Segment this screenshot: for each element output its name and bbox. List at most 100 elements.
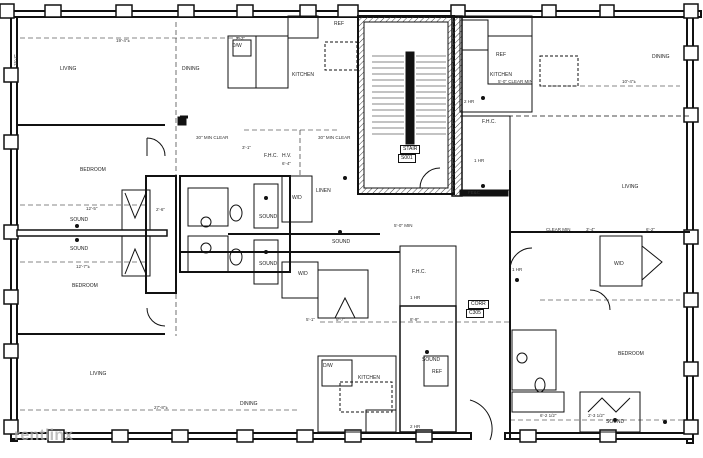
wd-closet-e	[599, 235, 643, 287]
fhc-corr	[399, 245, 457, 307]
window-pilasters	[0, 3, 699, 443]
dw-s	[321, 359, 353, 387]
room-label-ref-n: REF	[334, 21, 344, 27]
room-label-fhc-1: F.H.C.	[482, 119, 496, 125]
sound-label-5: SOUND	[332, 239, 351, 245]
dim-13: 2'-3"	[236, 36, 245, 41]
fhc-ne	[461, 115, 511, 191]
closet-door-2	[124, 247, 147, 275]
sound-label-6: SOUND	[606, 419, 625, 425]
closet-2	[121, 235, 151, 277]
dim-2: 15'-7"	[13, 54, 18, 66]
room-label-linen: LINEN	[316, 188, 331, 194]
dim-10: 5'-0" MIN	[394, 223, 413, 228]
dim-28: 8'-9"	[410, 317, 419, 322]
sound-markers	[75, 96, 667, 424]
room-label-living-nw: LIVING	[60, 66, 77, 72]
room-label-living-e: LIVING	[622, 184, 639, 190]
bath-e	[511, 329, 557, 391]
dimension-guides	[20, 22, 690, 421]
kitchen-floor-ne	[487, 35, 533, 85]
dim-1: 19'-4"±	[116, 38, 130, 43]
stair-tag-id: S001	[398, 154, 416, 163]
room-label-wd-1: W/D	[292, 195, 302, 201]
wall-bedroom-bedroom	[16, 229, 168, 237]
room-label-dining-n: DINING	[182, 66, 200, 72]
sound-label-3: SOUND	[259, 214, 278, 220]
room-label-ref-s: REF	[432, 369, 442, 375]
kitchen-s-wall	[399, 305, 457, 433]
bath-1	[187, 187, 229, 227]
wd-closet-2	[281, 261, 319, 299]
tub-2	[253, 239, 279, 285]
exterior-wall-south-east	[504, 432, 694, 440]
stair-treads	[372, 55, 446, 135]
fridge-n	[324, 41, 358, 71]
sink-n	[232, 39, 252, 57]
stair-rail	[405, 51, 415, 145]
tub-1	[253, 183, 279, 229]
room-label-dining-s: DINING	[240, 401, 258, 407]
stair-door	[419, 167, 441, 189]
room-label-bedroom-w1: BEDROOM	[80, 167, 106, 173]
range-n	[287, 15, 319, 39]
island-s	[339, 381, 393, 413]
dim-6: 27'-8"±	[154, 405, 168, 410]
kitchen-ne	[459, 15, 533, 113]
kitchen-s	[317, 355, 397, 433]
dim-19: 2 HR	[410, 424, 421, 429]
dim-21: 3'-4"	[586, 227, 595, 232]
room-label-ref-c: REF	[496, 52, 506, 58]
bath-cluster	[179, 175, 291, 273]
dim-14: 2'-6"	[156, 207, 165, 212]
dim-25: 9'-7"	[336, 317, 345, 322]
corr-tag-word: CORR	[468, 300, 489, 309]
room-label-hvac: H.V.	[282, 153, 292, 159]
closet-door-1	[124, 192, 147, 220]
dim-22: 6'-2"	[646, 227, 655, 232]
room-label-kitchen-c: KITCHEN	[490, 72, 512, 78]
tub-e	[511, 391, 565, 413]
dim-16: 1 HR	[410, 295, 421, 300]
range-s	[365, 409, 397, 433]
door-swing-bedroom-2	[146, 307, 166, 327]
dim-3: 10'-4"±	[622, 79, 636, 84]
room-label-wd-2: W/D	[298, 271, 308, 277]
room-label-kitchen-s: KITCHEN	[358, 375, 380, 381]
dim-12: 6'-4"	[282, 161, 291, 166]
dim-15: 1 HR	[474, 158, 485, 163]
room-label-bedroom-e: BEDROOM	[618, 351, 644, 357]
exterior-wall-east	[686, 10, 694, 444]
dim-18: 2 HR	[464, 99, 475, 104]
watermark: rentlinx	[14, 427, 74, 444]
sound-label-2: SOUND	[70, 246, 89, 252]
room-label-dw-n: D/W	[232, 43, 242, 49]
sound-label-1: SOUND	[70, 217, 89, 223]
mech-room	[317, 269, 369, 319]
room-label-dw-s: D/W	[323, 363, 333, 369]
room-label-fhc-3: F.H.C.	[264, 153, 278, 159]
dim-27: CLEAR MIN	[546, 227, 571, 232]
kitchen-floor-n	[255, 35, 289, 89]
room-label-dining-ne: DINING	[652, 54, 670, 60]
closet-e	[579, 391, 641, 433]
mech-door	[334, 296, 356, 319]
closet-1	[121, 189, 151, 231]
room-label-bedroom-w2: BEDROOM	[72, 283, 98, 289]
dim-23: 2'-3 1/2"	[588, 413, 605, 418]
sound-label-7: SOUND	[422, 357, 441, 363]
dim-17: 1 HR	[512, 267, 523, 272]
corr-tag-id: C305	[466, 309, 484, 318]
dim-4: 12'-5"	[86, 206, 98, 211]
dim-20: FE&C	[468, 190, 481, 195]
room-label-kitchen-n: KITCHEN	[292, 72, 314, 78]
wd-closet-1	[281, 175, 313, 223]
dim-5: 12'-7"±	[76, 264, 90, 269]
dim-26: 5'-1"	[306, 317, 315, 322]
dim-8: 30" MIN CLEAR	[318, 135, 351, 140]
island-ne	[539, 55, 579, 87]
door-swing-bedroom-1	[146, 137, 166, 157]
corr-door	[469, 399, 493, 441]
